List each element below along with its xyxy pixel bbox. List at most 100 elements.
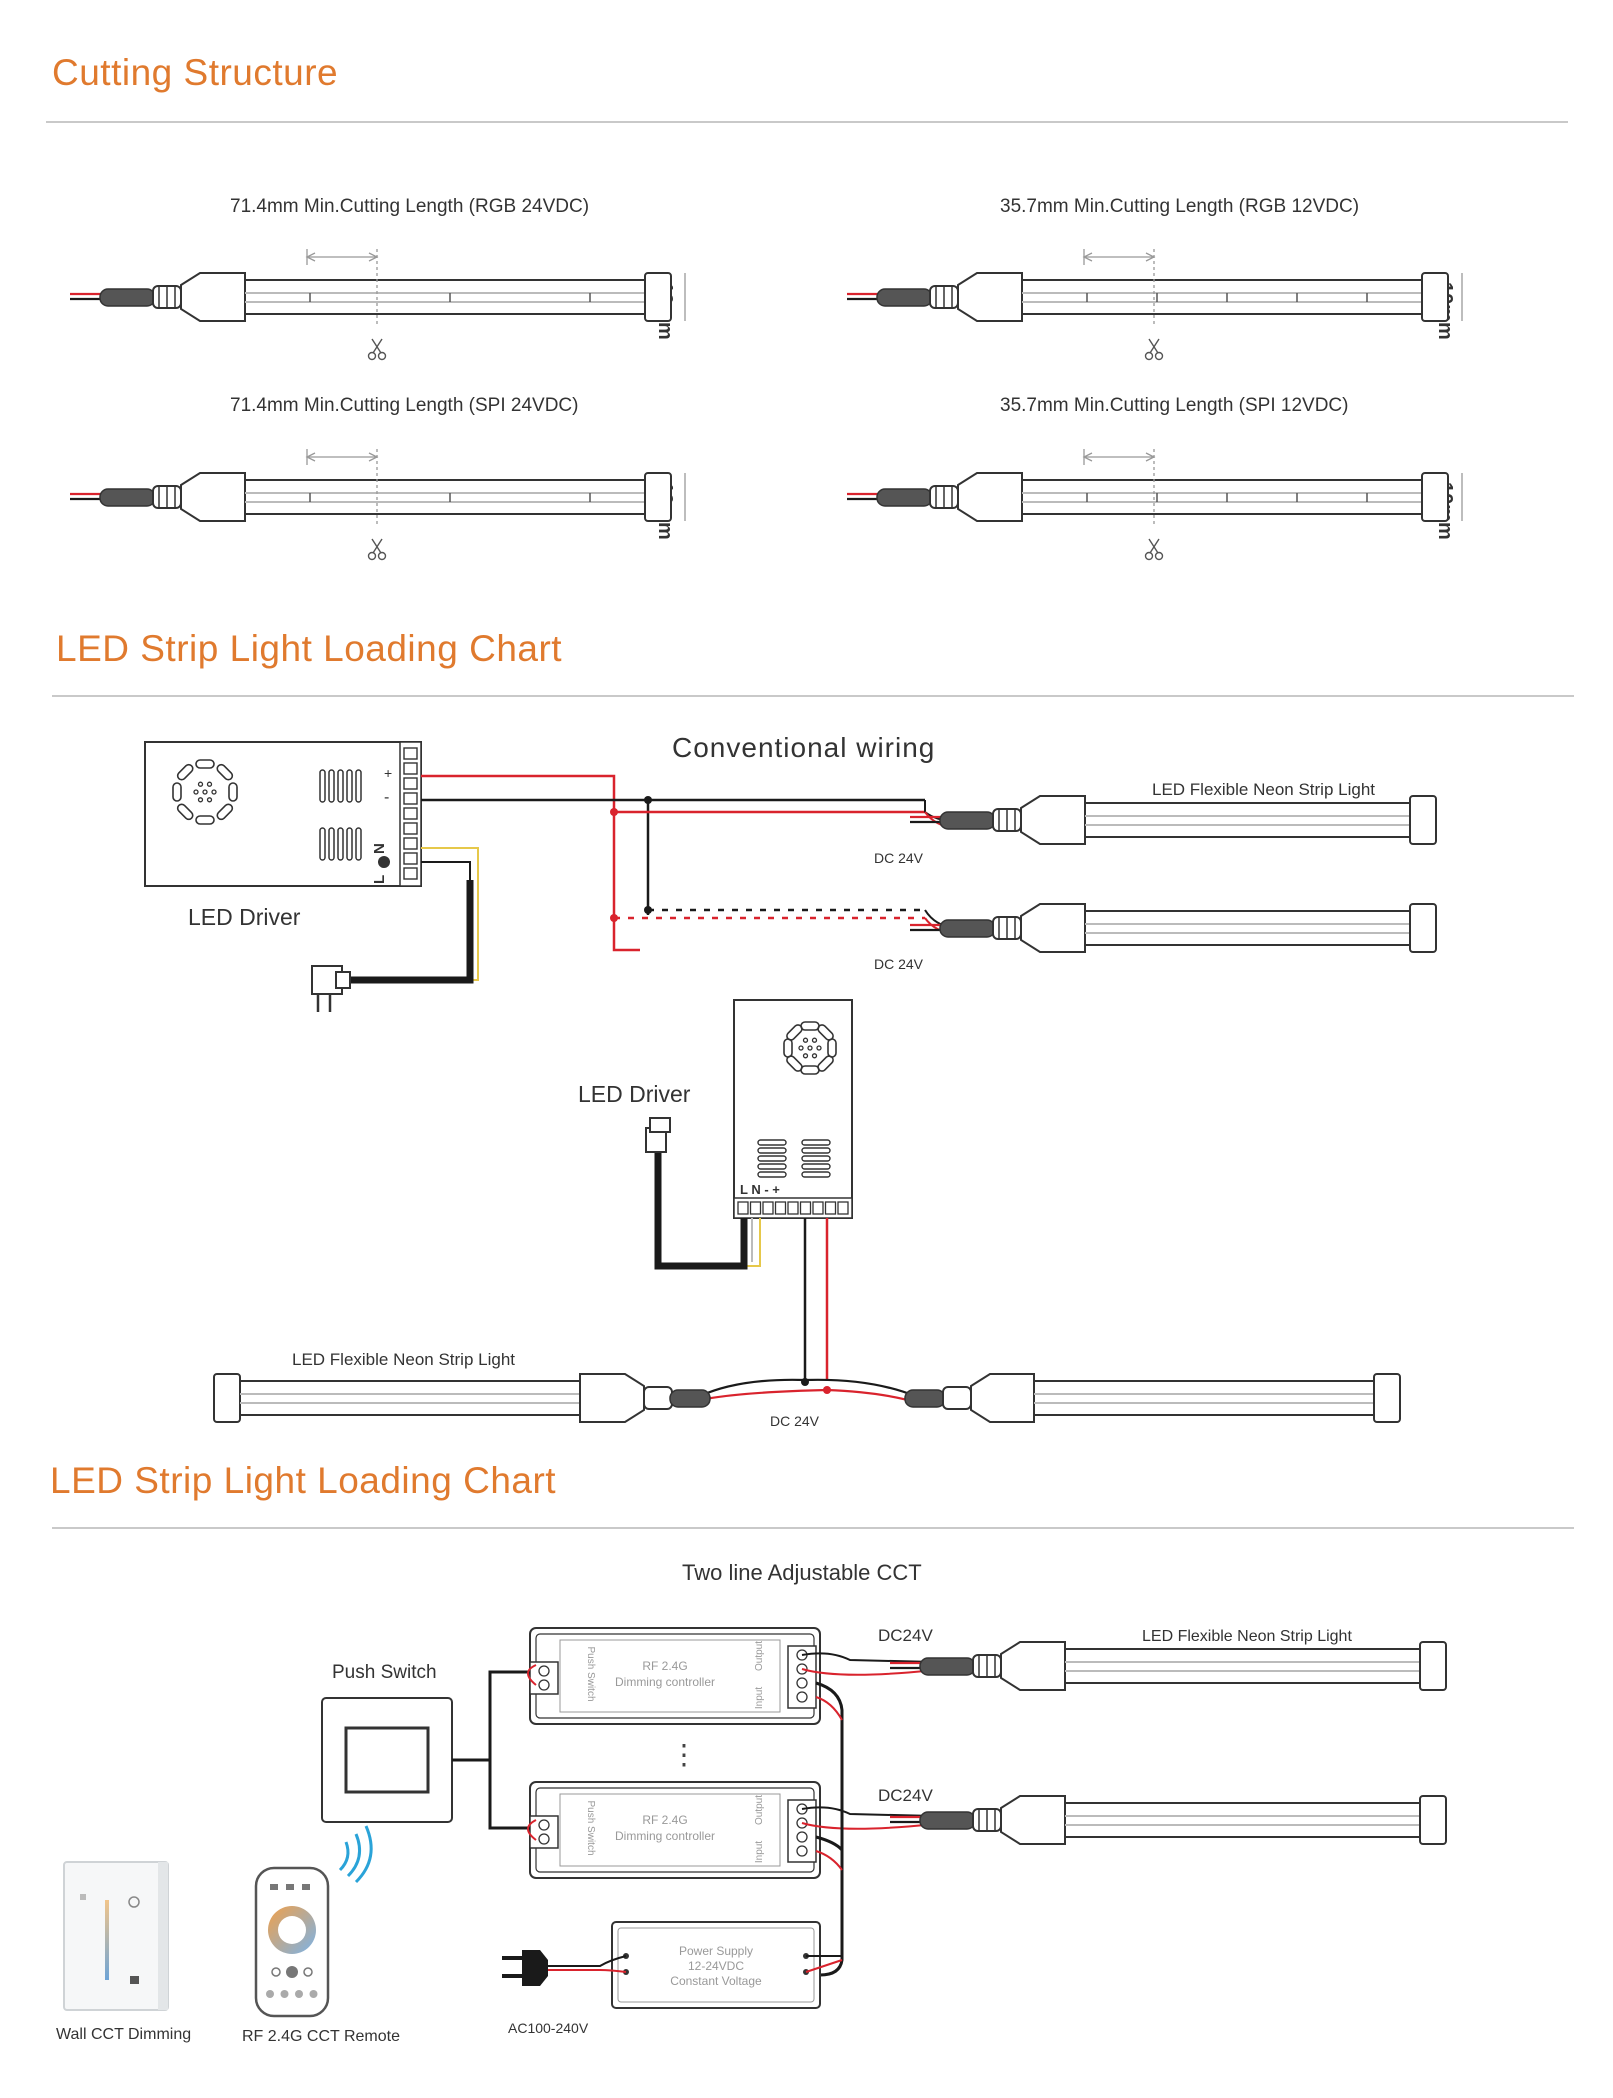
terminal-screw [403,762,418,775]
fan-hole [193,789,199,795]
connector-boot [970,1373,1035,1423]
fan-slot [176,763,194,781]
connector-boot [1020,903,1086,953]
loading-chart-title-1: LED Strip Light Loading Chart [56,628,563,669]
controller-input-label: Input [754,1687,765,1709]
cutting-label-rgb-24v: 71.4mm Min.Cutting Length (RGB 24VDC) [230,196,590,217]
strip-end-cap [1419,1795,1447,1845]
strip-body [1084,802,1411,838]
led-driver-label-2: LED Driver [578,1081,691,1107]
remote-wheel-center [278,1916,306,1944]
strip-body [239,1380,581,1416]
strip-end-cap [1421,472,1449,522]
fan-slot [172,782,182,802]
arrow-head [368,452,379,462]
controller-input-label: Input [754,1841,765,1863]
terminal-screw [403,777,418,790]
strip-end-cap [1419,1641,1447,1691]
strip-end-cap [1373,1373,1401,1423]
junction [610,808,618,816]
vent-slot [801,1139,831,1146]
fan-hole [798,1045,804,1051]
wall-dimmer-label: Wall CCT Dimming [56,2026,192,2043]
wall-dimmer-panel [63,1861,169,2011]
terminal-minus-label: - [384,789,389,806]
strip-body [1021,479,1423,515]
remote-zone-button [286,1884,294,1890]
psu-title: Power Supply [679,1944,753,1958]
strip-body [244,279,646,315]
wiring-1-strip-bottom [910,903,1437,953]
ac-black-wire [421,861,471,980]
terminal-screw [796,1691,808,1703]
arrow-head [1145,452,1156,462]
strip-body [1064,1648,1421,1684]
cct-subtitle: Two line Adjustable CCT [682,1560,922,1585]
vent-slot [355,769,362,803]
fan-hole [811,1037,818,1043]
terminal-screw [796,1663,808,1675]
cable-jacket [939,919,996,938]
controller-push-label: Push Switch [585,1800,596,1855]
connector-boot [180,472,246,522]
arrow-head [305,452,316,462]
terminal-screw [796,1845,808,1857]
wiring-2 [645,1117,916,1404]
terminal-screw [762,1201,774,1215]
arrow-head [305,252,316,262]
push-switch-button [344,1726,430,1794]
vent-slot [346,769,353,803]
psu-type: Constant Voltage [670,1974,762,1988]
ac-yellow-wire [745,1218,761,1267]
terminal-screw [403,792,418,805]
remote-button [266,1990,274,1998]
remote-button [303,1967,313,1977]
loading-divider-2 [52,1527,1574,1529]
connector-boot [957,472,1023,522]
remote-power-button [286,1966,298,1978]
wall-cct-dimmer [63,1861,169,2011]
remote-button [295,1990,303,1998]
vent-slot [801,1147,831,1154]
input-terminal [529,1661,559,1695]
terminal-screw [538,1819,550,1831]
output-wire [801,1652,936,1663]
vent-slot [757,1171,787,1178]
vent-slot [328,827,335,861]
terminal-screw [796,1677,808,1689]
cutting-label-spi-12v: 35.7mm Min.Cutting Length (SPI 12VDC) [1000,395,1349,416]
scissors-icon [1148,338,1159,354]
connector-boot [1000,1641,1066,1691]
cct-strip-2 [890,1795,1447,1845]
push-switch [321,1697,453,1823]
cable-jacket [876,288,933,307]
connector-boot [1000,1795,1066,1845]
controller-push-label: Push Switch [585,1646,596,1701]
ac-cable [350,880,474,984]
connector-boot [180,272,246,322]
push-switch-label: Push Switch [332,1662,437,1683]
connector-boot [579,1373,645,1423]
arrow-head [1082,252,1093,262]
strip-body [1033,1380,1375,1416]
cable-coil [643,1386,673,1410]
terminal-plus-label: + [384,765,392,781]
junction [823,1386,831,1394]
scissors-icon [1149,538,1160,554]
connector-boot [1020,795,1086,845]
vent-slot [319,827,326,861]
dc-bus [815,1835,844,1852]
dc24v-label-1: DC24V [878,1626,933,1645]
ac-plug [335,971,351,989]
cable-jacket [919,1811,976,1830]
switch-wire-red [527,1664,537,1686]
wiring-2-strip-right [904,1373,1401,1423]
fan-slot [216,763,234,781]
loading-chart-title-2: LED Strip Light Loading Chart [50,1460,557,1501]
positive-wire [421,774,640,952]
dc24v-label-2: DC24V [878,1786,933,1805]
remote-label: RF 2.4G CCT Remote [242,2028,400,2045]
terminal-screw [787,1201,799,1215]
fan-hole [211,789,217,795]
